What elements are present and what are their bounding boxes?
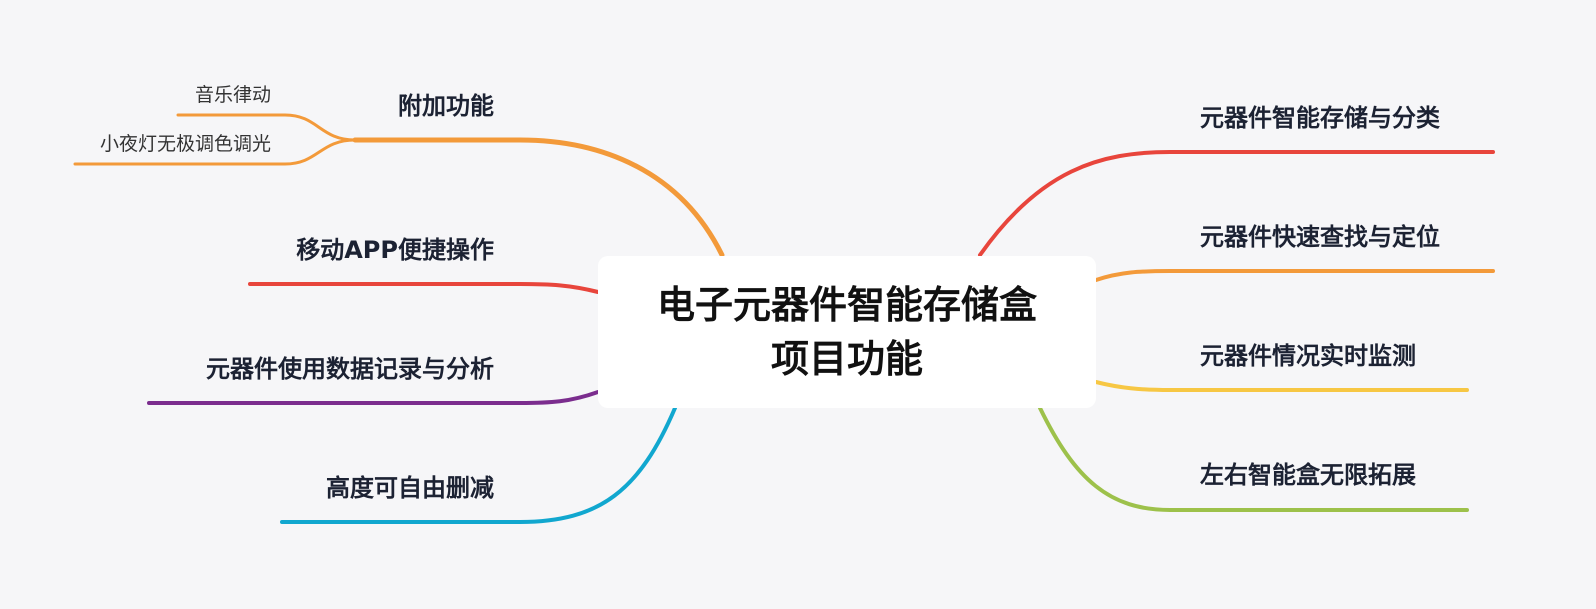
- connector-right-3: [1094, 380, 1469, 392]
- connector-right-4: [1038, 406, 1469, 512]
- branch-left-2[interactable]: 移动APP便捷操作: [296, 236, 494, 264]
- branch-right-2[interactable]: 元器件快速查找与定位: [1200, 223, 1440, 251]
- branch-right-1[interactable]: 元器件智能存储与分类: [1200, 104, 1440, 132]
- central-topic-line1: 电子元器件智能存储盒: [656, 283, 1037, 327]
- connector-left-2: [248, 282, 600, 294]
- connector-left-4: [280, 406, 677, 524]
- connector-right-1: [978, 150, 1495, 257]
- branch-left-1[interactable]: 附加功能: [398, 92, 494, 120]
- central-topic[interactable]: 电子元器件智能存储盒 项目功能: [598, 256, 1096, 408]
- connector-sub-1: [176, 113, 357, 142]
- branch-left-3[interactable]: 元器件使用数据记录与分析: [206, 355, 494, 383]
- connector-sub-2: [73, 138, 357, 166]
- central-topic-line2: 项目功能: [770, 337, 923, 381]
- connector-right-2: [1094, 269, 1495, 282]
- subtopic-music-rhythm[interactable]: 音乐律动: [194, 84, 271, 106]
- branch-left-4[interactable]: 高度可自由删减: [326, 474, 494, 502]
- connector-left-1: [352, 137, 725, 258]
- subtopic-night-light[interactable]: 小夜灯无极调色调光: [99, 133, 271, 155]
- branch-right-4[interactable]: 左右智能盒无限拓展: [1200, 461, 1416, 489]
- connector-left-3: [147, 390, 600, 405]
- branch-right-3[interactable]: 元器件情况实时监测: [1200, 342, 1416, 370]
